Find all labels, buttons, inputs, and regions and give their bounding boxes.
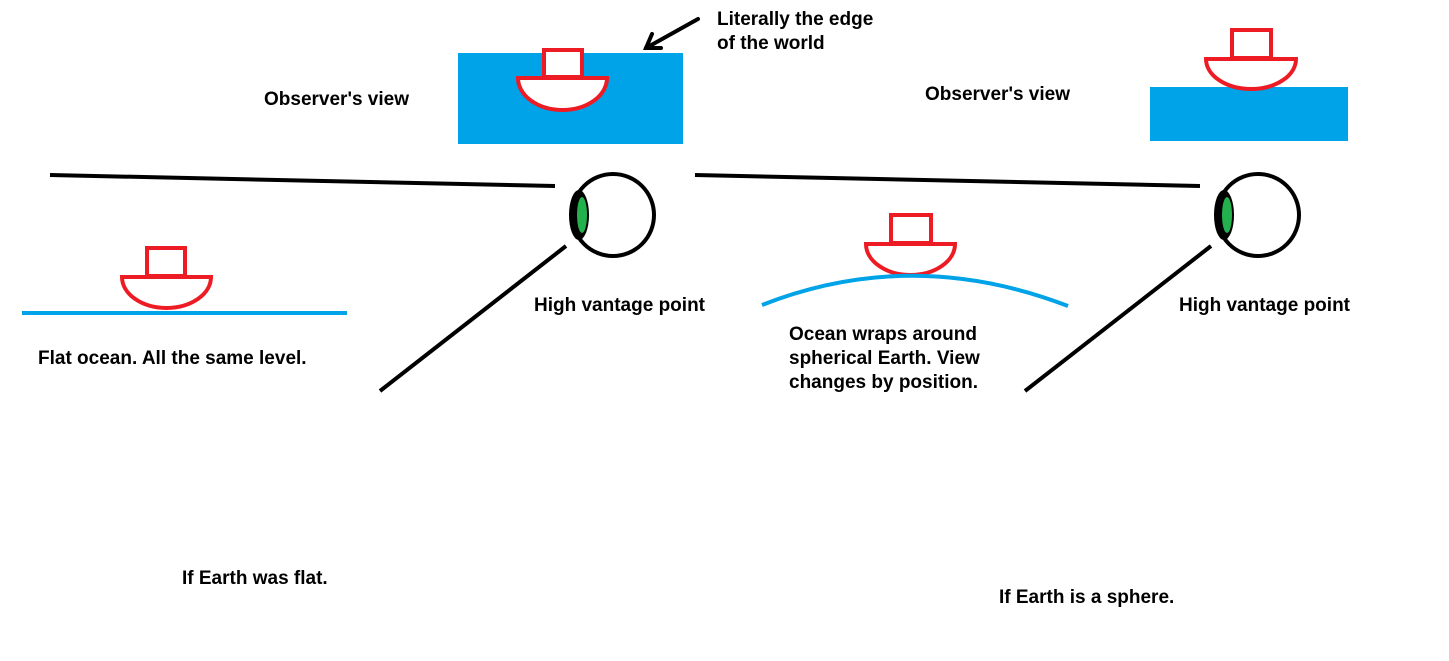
sphere-ocean-label-line-1: Ocean wraps around <box>789 324 977 345</box>
sphere-ocean-label-line-3: changes by position. <box>789 372 978 393</box>
flat-eye-icon <box>569 172 656 258</box>
flat-caption: If Earth was flat. <box>182 568 328 589</box>
flat-ocean-label: Flat ocean. All the same level. <box>38 348 307 369</box>
sphere-sight-line-bottom <box>1023 244 1213 393</box>
sphere-view-ocean <box>1150 87 1348 141</box>
edge-annotation-line-1: Literally the edge <box>717 9 874 30</box>
sphere-boat-icon <box>863 213 958 277</box>
flat-view-boat-icon <box>515 48 610 112</box>
flat-sight-line-top <box>49 173 556 188</box>
edge-annotation-line-2: of the world <box>717 33 825 54</box>
edge-arrow-icon <box>642 17 700 50</box>
sphere-view-boat-icon <box>1203 28 1299 91</box>
sphere-eye-icon <box>1214 172 1301 258</box>
sphere-ocean-label-line-2: spherical Earth. View <box>789 348 980 369</box>
sphere-caption: If Earth is a sphere. <box>999 587 1175 608</box>
sphere-sight-line-top <box>694 173 1201 188</box>
flat-observer-view-label: Observer's view <box>264 89 409 110</box>
flat-sight-line-bottom <box>378 244 568 393</box>
sphere-observer-view-label: Observer's view <box>925 84 1070 105</box>
sphere-vantage-label: High vantage point <box>1179 295 1350 316</box>
sphere-ocean-curve <box>761 273 1069 308</box>
flat-vantage-label: High vantage point <box>534 295 705 316</box>
flat-boat-icon <box>119 246 214 310</box>
